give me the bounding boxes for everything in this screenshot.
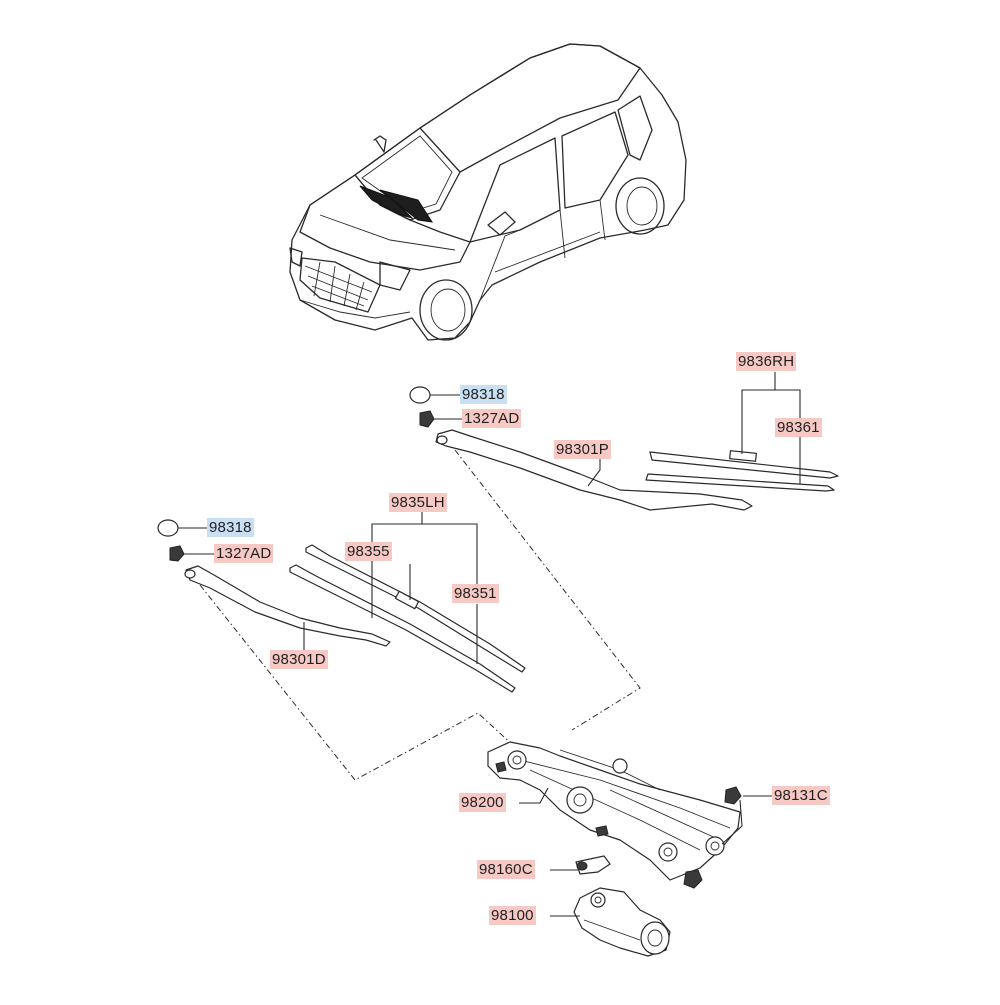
linkage-shape — [487, 741, 741, 889]
label-refill-rh: 98361 — [775, 418, 822, 437]
label-cap-lower: 98318 — [207, 518, 254, 537]
nut-upper-shape — [419, 410, 435, 428]
grille-pattern — [304, 261, 373, 311]
nut-lower-shape — [169, 545, 185, 562]
arm-rh-shape — [435, 429, 753, 511]
bracket-shape — [575, 855, 611, 875]
label-refill-lh-a: 98355 — [345, 542, 392, 561]
vehicle-illustration — [289, 43, 687, 341]
label-motor: 98100 — [489, 906, 536, 925]
label-linkage: 98200 — [459, 793, 506, 812]
nut-motor-shape — [724, 786, 742, 805]
label-blade-lh: 9835LH — [389, 493, 447, 512]
cap-lower-shape — [157, 519, 179, 537]
cap-upper-shape — [409, 386, 431, 404]
label-arm-rh: 98301P — [554, 440, 611, 459]
label-cap-upper: 98318 — [460, 385, 507, 404]
label-refill-lh-b: 98351 — [452, 584, 499, 603]
label-nut-upper: 1327AD — [462, 409, 522, 428]
blade-rh-shape — [645, 450, 839, 492]
label-blade-rh: 9836RH — [736, 352, 797, 371]
assembly-lines — [199, 449, 641, 781]
label-arm-lh: 98301D — [270, 650, 328, 669]
label-nut-lower: 1327AD — [214, 544, 274, 563]
label-nut-motor: 98131C — [772, 786, 830, 805]
label-bracket: 98160C — [477, 860, 535, 879]
motor-shape — [573, 887, 671, 957]
leader-lines — [178, 372, 801, 917]
arm-lh-shape — [184, 565, 391, 647]
blade-lh-shape — [289, 544, 526, 693]
